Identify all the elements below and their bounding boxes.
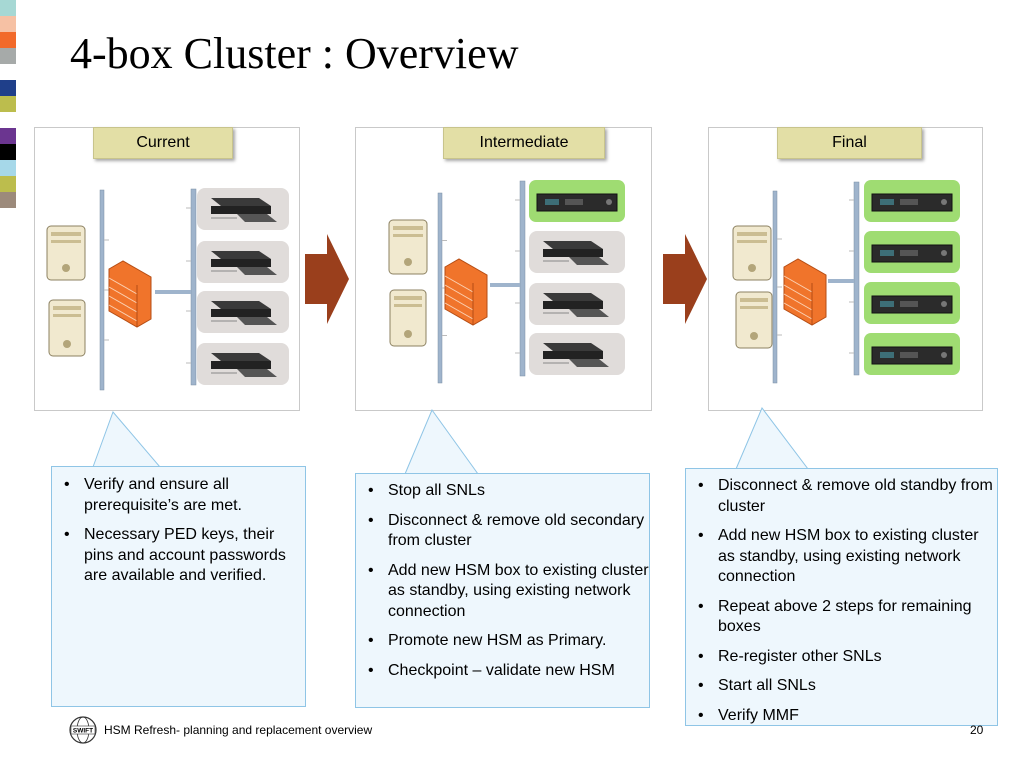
network-bus: [190, 188, 197, 386]
callout-item: Checkpoint – validate new HSM: [368, 661, 649, 682]
color-swatch: [0, 80, 16, 96]
callout-current: Verify and ensure all prerequisite’s are…: [51, 466, 306, 707]
network-link: [155, 290, 191, 294]
new-hsm-icon: [864, 180, 960, 222]
server-icon: [735, 291, 773, 349]
new-hsm-icon: [864, 333, 960, 375]
callout-item: Promote new HSM as Primary.: [368, 631, 649, 652]
cluster-diagram-final: [732, 180, 960, 384]
callout-item: Disconnect & remove old standby from clu…: [698, 476, 997, 517]
new-hsm-icon: [864, 282, 960, 324]
callout-item: Stop all SNLs: [368, 481, 649, 502]
callout-item: Disconnect & remove old secondary from c…: [368, 511, 649, 552]
old-hsm-icon: [197, 343, 289, 385]
right-arrow-icon: [305, 234, 349, 324]
server-icon: [388, 219, 428, 275]
new-hsm-icon: [529, 180, 625, 222]
callout-final: Disconnect & remove old standby from clu…: [685, 468, 998, 726]
server-icon: [389, 289, 427, 347]
server-icon: [46, 225, 86, 281]
color-swatch: [0, 192, 16, 208]
panel-final: Final: [708, 127, 983, 411]
firewall-icon: [444, 258, 488, 326]
panel-label-current: Current: [93, 127, 233, 159]
color-swatch: [0, 32, 16, 48]
color-swatch: [0, 128, 16, 144]
page-number: 20: [970, 723, 984, 737]
cluster-diagram-intermediate: [388, 180, 625, 384]
old-hsm-icon: [529, 283, 625, 325]
server-icon: [732, 225, 772, 281]
color-swatch: [0, 144, 16, 160]
footer-text: HSM Refresh- planning and replacement ov…: [104, 723, 373, 737]
panel-current: Current: [34, 127, 300, 411]
network-link: [490, 283, 520, 287]
old-hsm-icon: [197, 291, 289, 333]
callout-item: Verify and ensure all prerequisite’s are…: [64, 475, 305, 516]
svg-text:SWIFT: SWIFT: [73, 728, 93, 735]
callout-item: Verify MMF: [698, 706, 997, 727]
panel-label-final: Final: [777, 127, 922, 159]
color-swatch: [0, 160, 16, 176]
color-swatch: [0, 0, 16, 16]
server-icon: [48, 299, 86, 357]
network-bus: [519, 180, 526, 377]
color-swatch: [0, 48, 16, 64]
network-bus: [853, 181, 860, 376]
panel-label-intermediate: Intermediate: [443, 127, 605, 159]
swift-logo-icon: SWIFT: [69, 716, 97, 744]
callout-item: Repeat above 2 steps for remaining boxes: [698, 597, 997, 638]
firewall-icon: [783, 258, 827, 326]
old-hsm-icon: [197, 241, 289, 283]
callout-item: Necessary PED keys, their pins and accou…: [64, 525, 305, 587]
old-hsm-icon: [197, 188, 289, 230]
callout-intermediate: Stop all SNLs Disconnect & remove old se…: [355, 473, 650, 708]
callout-item: Re-register other SNLs: [698, 647, 997, 668]
old-hsm-icon: [529, 231, 625, 273]
new-hsm-icon: [864, 231, 960, 273]
color-swatch: [0, 176, 16, 192]
panel-intermediate: Intermediate: [355, 127, 652, 411]
color-swatch: [0, 112, 16, 128]
color-swatch: [0, 64, 16, 80]
old-hsm-icon: [529, 333, 625, 375]
right-arrow-icon: [663, 234, 707, 324]
decorative-color-bar: [0, 0, 16, 208]
firewall-icon: [108, 260, 152, 328]
callout-item: Start all SNLs: [698, 676, 997, 697]
color-swatch: [0, 96, 16, 112]
slide-title: 4-box Cluster : Overview: [70, 29, 519, 78]
network-link: [828, 279, 854, 283]
callout-item: Add new HSM box to existing cluster as s…: [368, 561, 649, 623]
cluster-diagram-current: [46, 188, 289, 391]
color-swatch: [0, 16, 16, 32]
callout-item: Add new HSM box to existing cluster as s…: [698, 526, 997, 588]
